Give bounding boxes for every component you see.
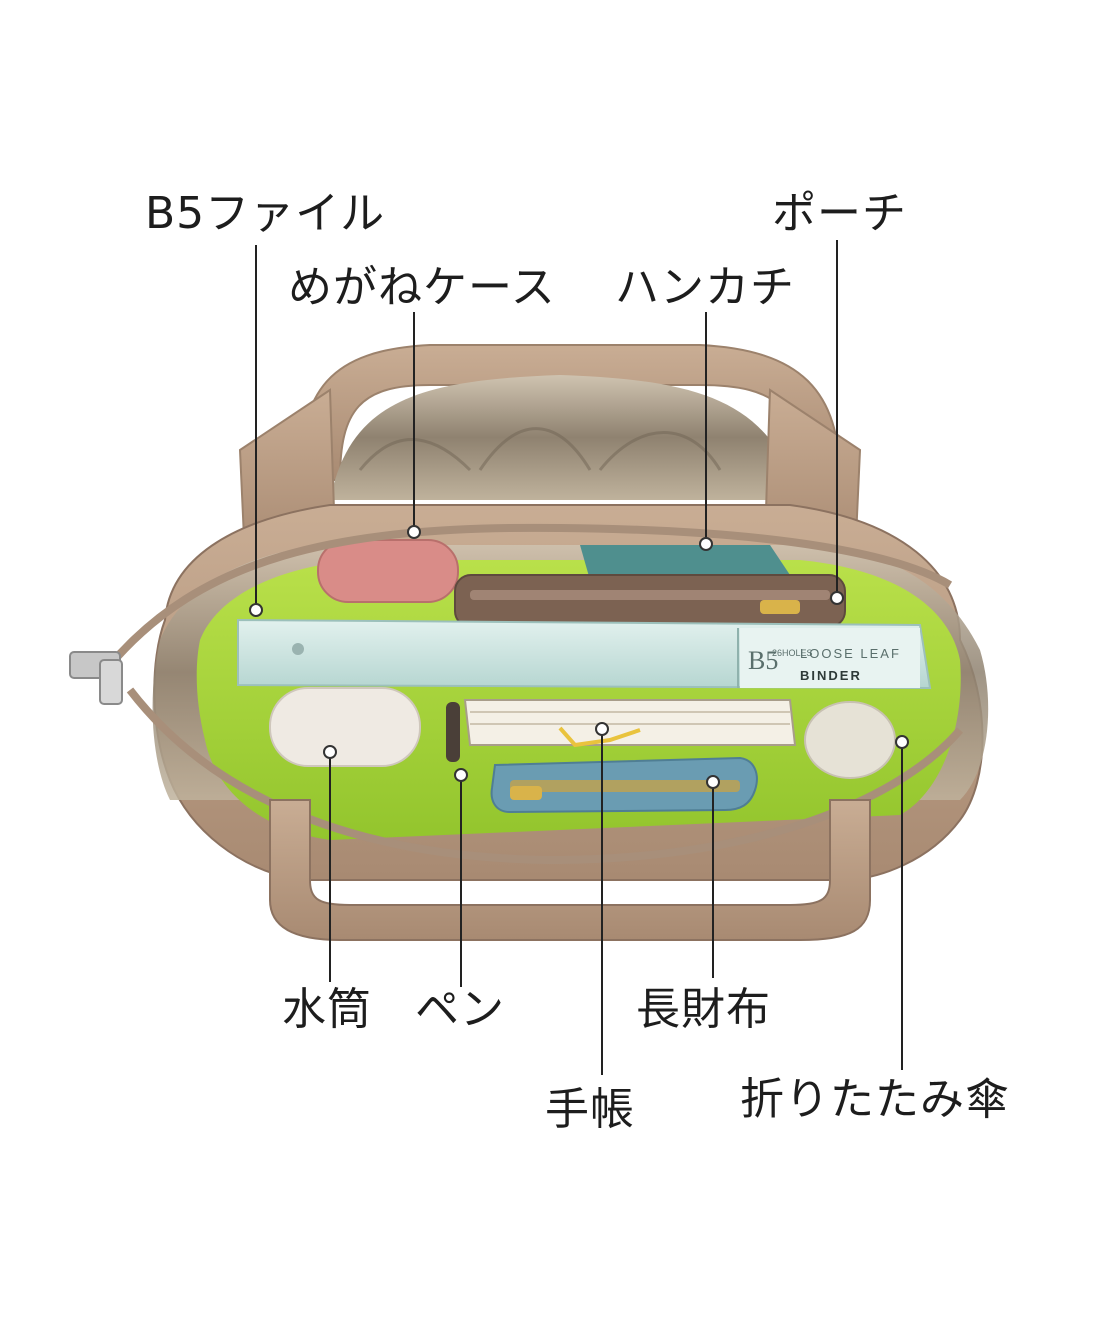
long-wallet-callout-line bbox=[712, 783, 714, 978]
planner-dot bbox=[595, 722, 609, 736]
label-planner: 手帳 bbox=[545, 1084, 635, 1135]
handkerchief-dot bbox=[699, 537, 713, 551]
folding-umbrella-dot bbox=[895, 735, 909, 749]
folding-umbrella bbox=[804, 701, 896, 779]
binder-title-2: BINDER bbox=[800, 668, 862, 683]
binder-code-text: 26HOLES bbox=[772, 648, 813, 658]
pen bbox=[446, 702, 460, 762]
b5-file-callout-line bbox=[255, 245, 257, 610]
planner bbox=[463, 699, 797, 746]
handkerchief-callout-line bbox=[705, 312, 707, 544]
handkerchief bbox=[580, 545, 790, 580]
label-folding-umbrella: 折りたたみ傘 bbox=[740, 1074, 1010, 1125]
label-b5-file: B5ファイル bbox=[145, 188, 386, 239]
water-bottle bbox=[269, 687, 421, 767]
satin-top-lining bbox=[330, 375, 800, 500]
glasses-case-dot bbox=[407, 525, 421, 539]
water-bottle-callout-line bbox=[329, 752, 331, 982]
pouch-dot bbox=[830, 591, 844, 605]
label-handkerchief: ハンカチ bbox=[615, 262, 795, 313]
long-wallet-dot bbox=[706, 775, 720, 789]
glasses-case-callout-line bbox=[413, 312, 415, 532]
front-zipper bbox=[106, 523, 953, 668]
label-long-wallet: 長財布 bbox=[636, 984, 771, 1035]
b5-file-dot bbox=[249, 603, 263, 617]
binder-title-1: LOOSE LEAF bbox=[800, 646, 901, 661]
binder-size-text: B5 bbox=[748, 646, 779, 675]
glasses-case bbox=[317, 539, 459, 603]
label-water-bottle: 水筒 bbox=[282, 984, 372, 1035]
label-pouch: ポーチ bbox=[772, 188, 907, 239]
pen-dot bbox=[454, 768, 468, 782]
pouch-callout-line bbox=[836, 240, 838, 598]
folding-umbrella-callout-line bbox=[901, 742, 903, 1070]
label-glasses-case: めがねケース bbox=[288, 262, 556, 313]
pen-callout-line bbox=[460, 777, 462, 987]
front-handle bbox=[269, 799, 871, 941]
water-bottle-dot bbox=[323, 745, 337, 759]
label-pen: ペン bbox=[415, 984, 505, 1035]
planner-callout-line bbox=[601, 730, 603, 1075]
